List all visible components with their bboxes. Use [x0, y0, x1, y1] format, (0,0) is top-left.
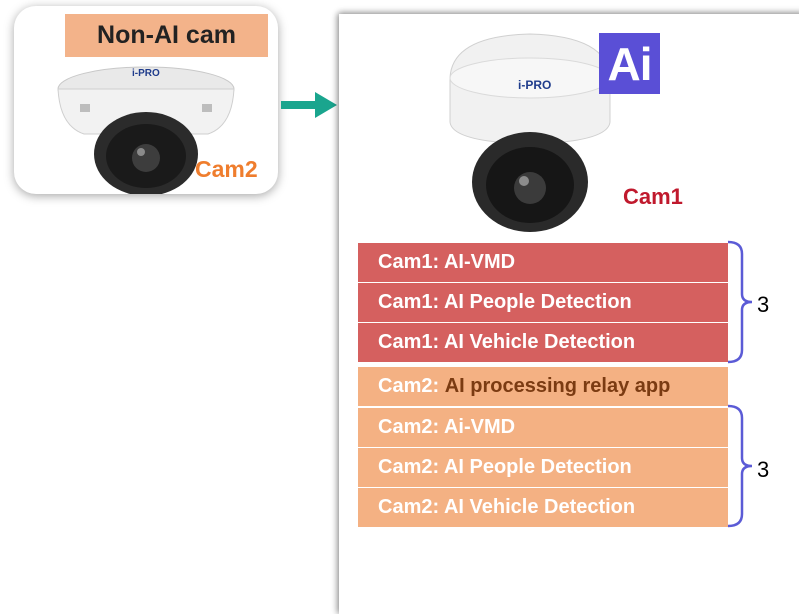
list-item: Cam2: AI People Detection — [358, 448, 728, 487]
row-text: AI processing relay app — [444, 375, 671, 397]
row-text: Cam2: AI Vehicle Detection — [378, 496, 636, 518]
list-item: Cam2: Ai-VMD — [358, 408, 728, 447]
row-text: Cam1: AI-VMD — [378, 251, 516, 273]
brace-icon — [727, 404, 753, 528]
ai-badge: Ai — [599, 33, 660, 94]
row-text: Cam1: AI People Detection — [378, 291, 632, 313]
row-prefix: Cam2: — [378, 375, 445, 397]
list-item: Cam2: AI processing relay app — [358, 367, 728, 406]
brace-icon — [727, 240, 753, 364]
cam1-label: Cam1 — [623, 184, 683, 209]
cam2-label: Cam2 — [195, 156, 258, 182]
list-item: Cam1: AI Vehicle Detection — [358, 323, 728, 362]
brand-logo: i-PRO — [132, 68, 160, 79]
row-text: Cam2: Ai-VMD — [378, 416, 516, 438]
non-ai-camera-card: Non-AI cam i-PRO Cam2 — [14, 6, 278, 194]
cam2-camera-icon — [57, 66, 235, 194]
list-item: Cam1: AI-VMD — [358, 243, 728, 282]
non-ai-cam-title: Non-AI cam — [65, 14, 268, 57]
brace-count-label: 3 — [757, 457, 770, 482]
brand-logo: i-PRO — [518, 78, 552, 92]
arrow-icon — [281, 92, 337, 118]
list-item: Cam2: AI Vehicle Detection — [358, 488, 728, 527]
brace-count-label: 3 — [757, 292, 770, 317]
row-text: Cam2: AI People Detection — [378, 456, 632, 478]
row-text: Cam1: AI Vehicle Detection — [378, 331, 636, 353]
cam1-camera-icon — [449, 33, 611, 232]
list-item: Cam1: AI People Detection — [358, 283, 728, 322]
